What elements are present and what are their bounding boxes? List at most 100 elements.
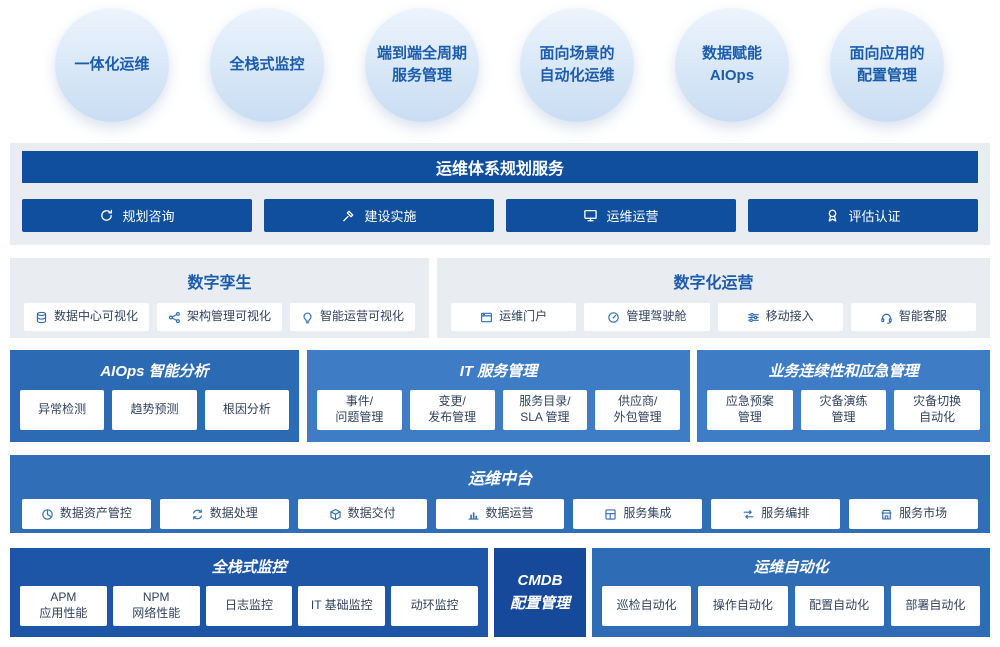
process-icon <box>191 508 204 521</box>
planning-section-title: 运维体系规划服务 <box>22 151 978 183</box>
aiops-section: AIOps 智能分析 异常检测 趋势预测 根因分析 <box>10 350 299 442</box>
store-icon <box>880 508 893 521</box>
monitoring-item: 动环监控 <box>391 586 478 626</box>
monitor-icon <box>583 208 598 223</box>
digital-operation-items-row: 运维门户 管理驾驶舱 移动接入 智能客服 <box>451 303 976 331</box>
aiops-item: 异常检测 <box>20 390 105 430</box>
planning-item-label: 评估认证 <box>848 209 901 224</box>
bubble-integrated-ops: 一体化运维 <box>55 8 169 122</box>
itsm-item: 供应商/ 外包管理 <box>595 390 680 430</box>
automation-section: 运维自动化 巡检自动化 操作自动化 配置自动化 部署自动化 <box>592 548 990 637</box>
fullstack-monitoring-title: 全栈式监控 <box>211 559 287 576</box>
shuffle-icon <box>742 508 755 521</box>
automation-item: 部署自动化 <box>890 586 980 626</box>
itsm-title: IT 服务管理 <box>459 363 538 380</box>
bcm-title: 业务连续性和应急管理 <box>768 363 919 380</box>
cmdb-section: CMDB 配置管理 <box>494 548 586 637</box>
monitoring-item: 日志监控 <box>205 586 293 626</box>
twin-item-label: 架构管理可视化 <box>186 309 271 324</box>
bubble-fullstack-monitoring: 全栈式监控 <box>210 8 324 122</box>
aiops-items-row: 异常检测 趋势预测 根因分析 <box>20 390 289 430</box>
hammer-icon <box>341 208 356 223</box>
planning-item-implementation: 建设实施 <box>264 199 494 232</box>
bar-chart-icon <box>467 508 480 521</box>
bubble-end-to-end: 端到端全周期 服务管理 <box>365 8 479 122</box>
grid-icon <box>604 508 617 521</box>
monitoring-item: IT 基础监控 <box>298 586 386 626</box>
ops-item-label: 移动接入 <box>765 309 814 324</box>
planning-item-consulting: 规划咨询 <box>22 199 252 232</box>
bcm-item: 灾备切换 自动化 <box>894 390 981 430</box>
twin-item-label: 智能运营可视化 <box>319 309 404 324</box>
platform-item-data-processing: 数据处理 <box>159 499 289 529</box>
platform-item-label: 服务集成 <box>623 506 672 521</box>
bubble-scenario-automation: 面向场景的 自动化运维 <box>520 8 634 122</box>
itsm-item: 服务目录/ SLA 管理 <box>502 390 588 430</box>
planning-item-label: 规划咨询 <box>122 209 175 224</box>
digital-twin-title: 数字孪生 <box>187 275 252 292</box>
window-icon <box>480 311 493 324</box>
platform-item-data-operation: 数据运营 <box>435 499 565 529</box>
platform-item-label: 服务市场 <box>899 506 948 521</box>
bcm-item: 应急预案 管理 <box>707 390 793 430</box>
platform-item-label: 数据处理 <box>209 506 258 521</box>
sliders-icon <box>747 311 760 324</box>
itsm-section: IT 服务管理 事件/ 问题管理 变更/ 发布管理 服务目录/ SLA 管理 供… <box>307 350 690 442</box>
platform-item-data-asset: 数据资产管控 <box>22 499 151 529</box>
platform-item-label: 服务编排 <box>761 506 810 521</box>
ops-item-portal: 运维门户 <box>451 303 577 331</box>
twin-item-smartops-viz: 智能运营可视化 <box>290 303 415 331</box>
bcm-item: 灾备演练 管理 <box>800 390 887 430</box>
capability-bubbles: 一体化运维 全栈式监控 端到端全周期 服务管理 面向场景的 自动化运维 数据赋能… <box>55 8 944 122</box>
platform-item-data-delivery: 数据交付 <box>297 499 427 529</box>
ops-item-label: 运维门户 <box>499 309 548 324</box>
topology-icon <box>168 311 181 324</box>
cycle-icon <box>99 208 114 223</box>
automation-item: 巡检自动化 <box>602 586 692 626</box>
platform-item-service-orchestration: 服务编排 <box>711 499 841 529</box>
middle-platform-section: 运维中台 数据资产管控 数据处理 数据交付 数据运营 服务集成 <box>10 455 990 533</box>
ops-item-label: 智能客服 <box>898 309 947 324</box>
twin-item-architecture-viz: 架构管理可视化 <box>157 303 282 331</box>
platform-item-service-market: 服务市场 <box>849 499 979 529</box>
aiops-item: 趋势预测 <box>112 390 197 430</box>
ops-item-smart-service: 智能客服 <box>850 303 976 331</box>
monitoring-item: NPM 网络性能 <box>112 586 200 626</box>
itsm-item: 事件/ 问题管理 <box>317 390 402 430</box>
digital-twin-items-row: 数据中心可视化 架构管理可视化 智能运营可视化 <box>24 303 415 331</box>
bubble-aiops: 数据赋能 AIOps <box>675 8 789 122</box>
aiops-title: AIOps 智能分析 <box>100 363 209 380</box>
automation-item: 配置自动化 <box>794 586 884 626</box>
middle-platform-items-row: 数据资产管控 数据处理 数据交付 数据运营 服务集成 服务编排 <box>22 499 979 529</box>
planning-section: 运维体系规划服务 规划咨询 建设实施 运维运营 评估认证 <box>10 143 990 245</box>
digital-twin-section: 数字孪生 数据中心可视化 架构管理可视化 智能运营可视化 <box>10 258 429 338</box>
twin-item-label: 数据中心可视化 <box>53 309 138 324</box>
package-icon <box>329 508 342 521</box>
digital-operation-section: 数字化运营 运维门户 管理驾驶舱 移动接入 智能客服 <box>437 258 990 338</box>
bubble-app-config: 面向应用的 配置管理 <box>830 8 944 122</box>
platform-item-label: 数据交付 <box>347 506 396 521</box>
middle-platform-title: 运维中台 <box>467 471 532 488</box>
monitoring-item: APM 应用性能 <box>20 586 107 626</box>
platform-item-service-integration: 服务集成 <box>573 499 703 529</box>
aiops-item: 根因分析 <box>204 390 289 430</box>
platform-item-label: 数据运营 <box>485 506 534 521</box>
automation-title: 运维自动化 <box>753 559 829 576</box>
planning-item-certification: 评估认证 <box>748 199 978 232</box>
bcm-section: 业务连续性和应急管理 应急预案 管理 灾备演练 管理 灾备切换 自动化 <box>697 350 990 442</box>
monitoring-items-row: APM 应用性能 NPM 网络性能 日志监控 IT 基础监控 动环监控 <box>20 586 478 626</box>
fullstack-monitoring-section: 全栈式监控 APM 应用性能 NPM 网络性能 日志监控 IT 基础监控 动环监… <box>10 548 488 637</box>
database-icon <box>35 311 48 324</box>
gauge-icon <box>607 311 620 324</box>
planning-item-label: 运维运营 <box>606 209 659 224</box>
cmdb-title: CMDB 配置管理 <box>509 572 570 612</box>
twin-item-datacenter-viz: 数据中心可视化 <box>24 303 149 331</box>
planning-item-operation: 运维运营 <box>506 199 736 232</box>
ops-item-label: 管理驾驶舱 <box>626 309 687 324</box>
bcm-items-row: 应急预案 管理 灾备演练 管理 灾备切换 自动化 <box>707 390 981 430</box>
clock-icon <box>41 508 54 521</box>
ops-item-mobile-access: 移动接入 <box>717 303 843 331</box>
planning-item-label: 建设实施 <box>364 209 417 224</box>
bulb-icon <box>301 311 314 324</box>
